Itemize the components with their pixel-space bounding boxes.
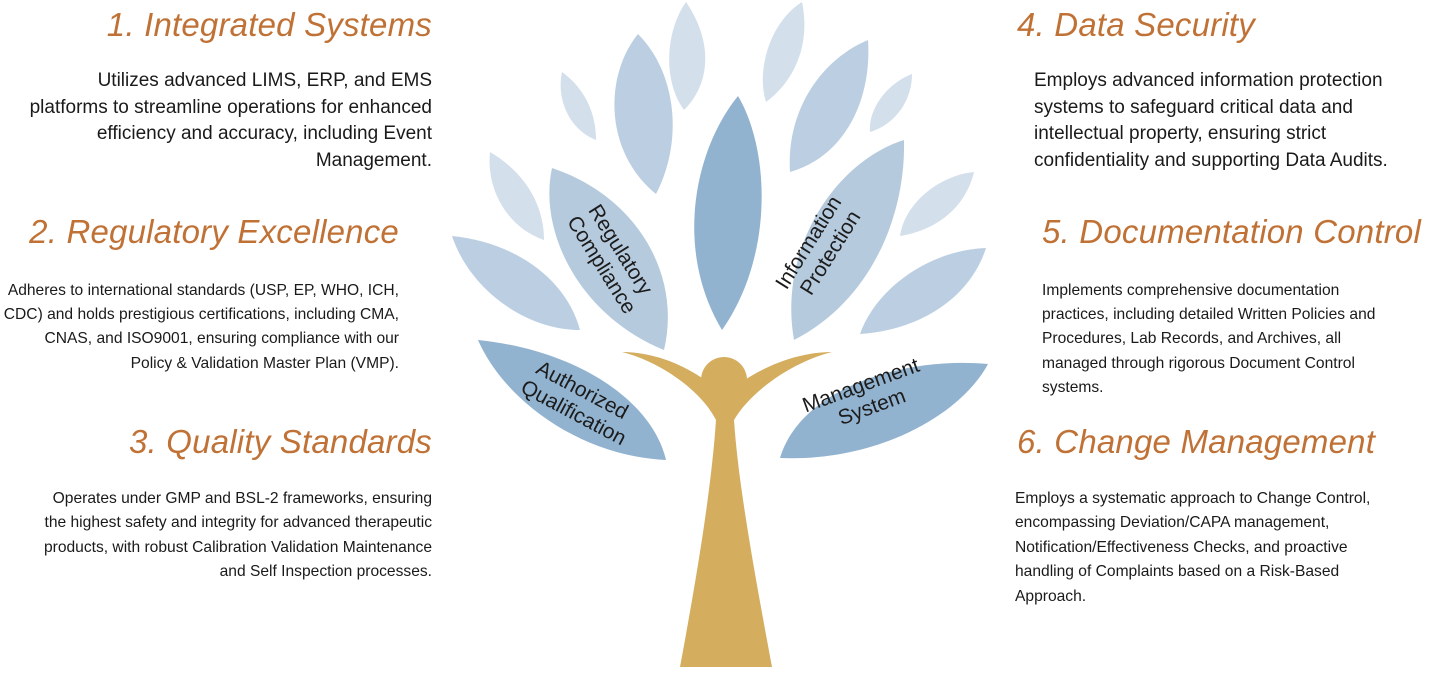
section-title: 6. Change Management (1017, 423, 1376, 460)
leaf (560, 72, 596, 140)
background-leaves (452, 2, 986, 334)
section-title: 1. Integrated Systems (106, 6, 432, 43)
central-leaf (694, 96, 762, 330)
section-description: Operates under GMP and BSL-2 frameworks,… (43, 490, 432, 581)
leaf (860, 248, 986, 334)
section-description: Adheres to international standards (USP,… (3, 282, 399, 372)
section-description: Utilizes advanced LIMS, ERP, and EMS pla… (29, 70, 432, 171)
figure-trunk (622, 352, 832, 667)
leaf (452, 236, 580, 330)
section-title: 4. Data Security (1017, 6, 1255, 43)
figure-body (622, 352, 832, 667)
leaf (762, 2, 805, 102)
section-documentation-control: 5. Documentation Control Implements comp… (1042, 213, 1442, 396)
section-integrated-systems: 1. Integrated Systems Utilizes advanced … (20, 6, 432, 171)
leaf-management-system: Management System (780, 354, 988, 459)
tree-illustration: Regulatory Compliance Information Protec… (452, 2, 988, 667)
section-data-security: 4. Data Security Employs advanced inform… (1017, 6, 1437, 171)
leaf-regulatory-compliance: Regulatory Compliance (549, 168, 668, 350)
section-description: Employs advanced information protection … (1034, 70, 1388, 171)
section-description: Implements comprehensive documentation p… (1042, 282, 1376, 396)
section-title: 2. Regulatory Excellence (29, 213, 399, 250)
section-regulatory-excellence: 2. Regulatory Excellence Adheres to inte… (0, 213, 399, 372)
leaf (614, 34, 673, 194)
leaf (900, 172, 974, 236)
leaf (489, 152, 544, 240)
section-change-management: 6. Change Management Employs a systemati… (1015, 423, 1427, 605)
section-description: Employs a systematic approach to Change … (1015, 490, 1371, 605)
leaf (789, 40, 869, 172)
section-title: 3. Quality Standards (129, 423, 432, 460)
leaf-authorized-qualification: Authorized Qualification (478, 340, 666, 460)
leaf-information-protection: Information Protection (771, 140, 905, 340)
leaf (869, 74, 912, 132)
section-quality-standards: 3. Quality Standards Operates under GMP … (40, 423, 432, 580)
leaf (669, 2, 706, 110)
section-title: 5. Documentation Control (1042, 213, 1421, 250)
